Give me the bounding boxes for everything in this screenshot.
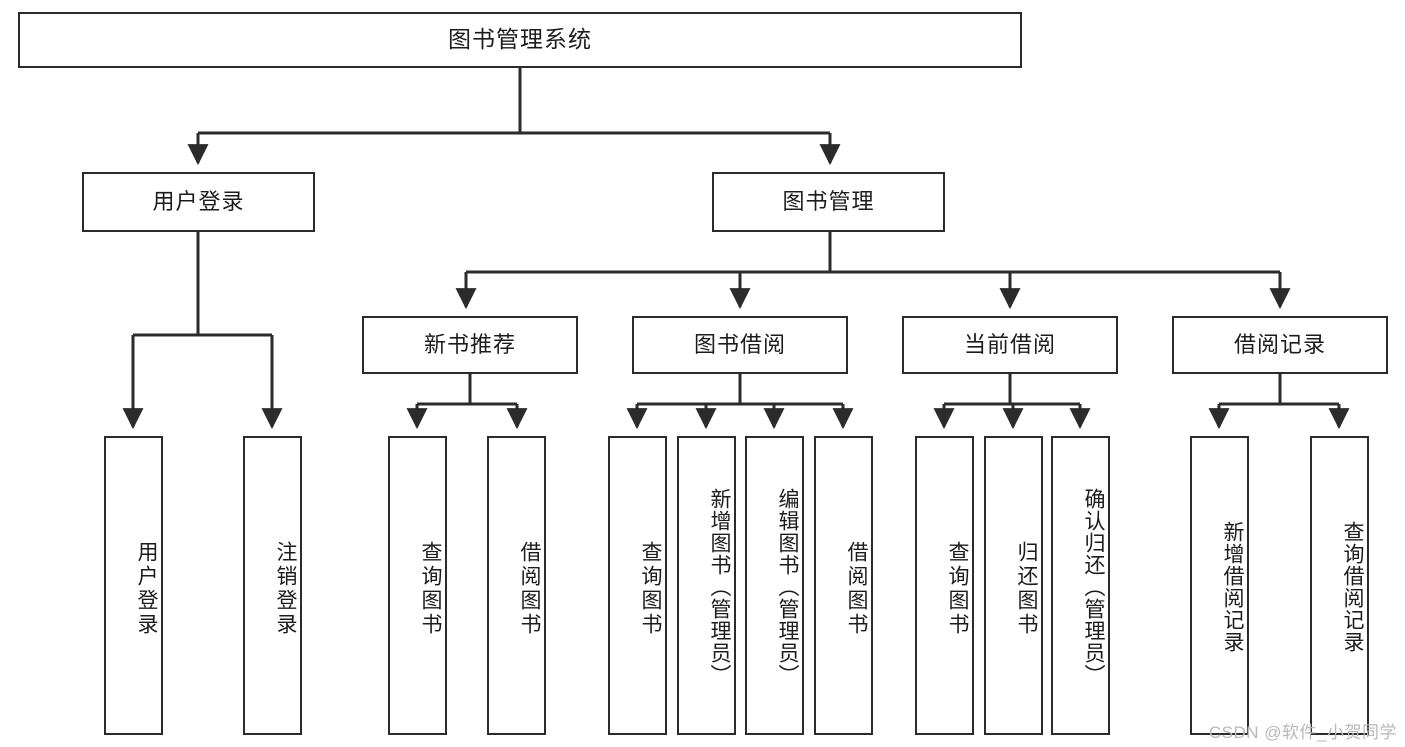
leaf-label: 查询图书	[419, 540, 442, 637]
leaf-query-book-borrow[interactable]: 查询图书	[608, 436, 667, 735]
node-new-book-recommend[interactable]: 新书推荐	[362, 316, 578, 374]
leaf-borrow-book-newbooks[interactable]: 借阅图书	[487, 436, 546, 735]
leaf-borrow-book[interactable]: 借阅图书	[814, 436, 873, 735]
leaf-query-borrow-record[interactable]: 查询借阅记录	[1310, 436, 1369, 735]
leaf-label: 查询图书	[639, 540, 662, 637]
node-borrow-records[interactable]: 借阅记录	[1172, 316, 1388, 374]
leaf-label: 确认归还（管理员）	[1082, 487, 1105, 686]
leaf-label: 注销登录	[274, 540, 297, 637]
node-book-management[interactable]: 图书管理	[712, 172, 945, 232]
leaf-return-book[interactable]: 归还图书	[984, 436, 1043, 735]
leaf-label: 新增图书（管理员）	[708, 487, 731, 686]
leaf-add-borrow-record[interactable]: 新增借阅记录	[1190, 436, 1249, 735]
leaf-add-book-admin[interactable]: 新增图书（管理员）	[677, 436, 736, 735]
leaf-confirm-return-admin[interactable]: 确认归还（管理员）	[1051, 436, 1110, 735]
node-book-borrow[interactable]: 图书借阅	[632, 316, 848, 374]
leaf-label: 用户登录	[135, 540, 158, 637]
node-current-borrow[interactable]: 当前借阅	[902, 316, 1118, 374]
leaf-label: 借阅图书	[845, 540, 868, 637]
leaf-label: 归还图书	[1015, 540, 1038, 637]
node-root[interactable]: 图书管理系统	[18, 12, 1022, 68]
leaf-label: 查询借阅记录	[1341, 520, 1364, 653]
leaf-label: 新增借阅记录	[1221, 520, 1244, 653]
leaf-query-book-newbooks[interactable]: 查询图书	[388, 436, 447, 735]
leaf-query-book-current[interactable]: 查询图书	[915, 436, 974, 735]
csdn-watermark: CSDN @软件_小贺同学	[1208, 723, 1397, 742]
node-user-login[interactable]: 用户登录	[82, 172, 315, 232]
leaf-label: 查询图书	[946, 540, 969, 637]
leaf-label: 借阅图书	[518, 540, 541, 637]
leaf-label: 编辑图书（管理员）	[776, 487, 799, 686]
leaf-edit-book-admin[interactable]: 编辑图书（管理员）	[745, 436, 804, 735]
leaf-logout-login[interactable]: 注销登录	[243, 436, 302, 735]
leaf-user-login[interactable]: 用户登录	[104, 436, 163, 735]
